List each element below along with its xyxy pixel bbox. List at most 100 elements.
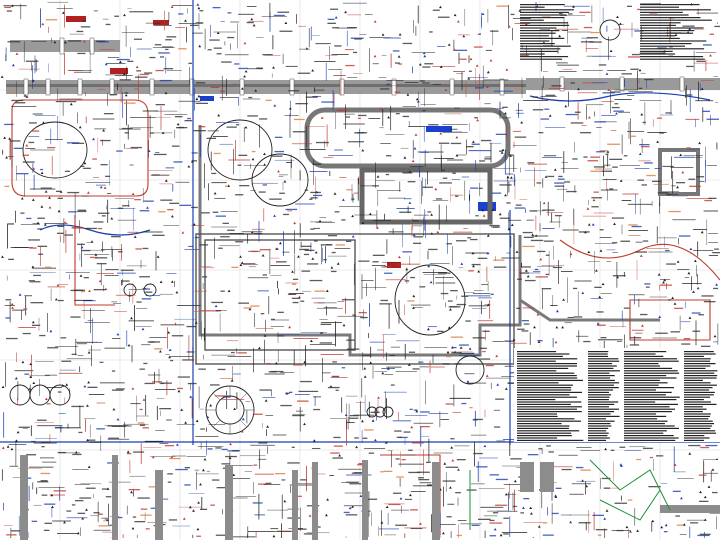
label-mark bbox=[247, 22, 254, 23]
label-mark bbox=[141, 509, 148, 510]
legend-row bbox=[684, 361, 710, 362]
label-mark bbox=[372, 185, 379, 186]
label-mark bbox=[67, 192, 79, 193]
label-mark bbox=[178, 376, 190, 377]
label-mark bbox=[305, 250, 315, 251]
label-mark bbox=[231, 352, 235, 353]
legend-row bbox=[517, 406, 582, 407]
label-mark bbox=[212, 479, 219, 480]
label-mark bbox=[359, 312, 367, 313]
label-mark bbox=[642, 184, 648, 185]
label-mark bbox=[331, 271, 337, 272]
label-mark bbox=[67, 142, 79, 143]
label-mark bbox=[429, 31, 433, 32]
label-mark bbox=[236, 124, 239, 125]
legend-row bbox=[588, 399, 609, 400]
label-mark bbox=[644, 79, 653, 80]
label-mark bbox=[57, 233, 64, 234]
label-mark bbox=[142, 427, 149, 428]
label-mark bbox=[283, 214, 289, 215]
label-mark bbox=[191, 207, 198, 208]
label-mark bbox=[354, 472, 363, 473]
label-mark bbox=[546, 274, 549, 275]
label-mark bbox=[37, 218, 45, 219]
label-mark bbox=[441, 293, 449, 294]
label-mark bbox=[660, 285, 672, 286]
label-mark bbox=[495, 399, 504, 400]
label-mark bbox=[216, 310, 221, 311]
label-mark bbox=[346, 241, 351, 242]
legend-row bbox=[517, 409, 577, 410]
label-mark bbox=[467, 489, 477, 490]
label-mark bbox=[310, 280, 323, 281]
label-mark bbox=[395, 62, 400, 63]
label-mark bbox=[228, 450, 239, 451]
label-mark bbox=[138, 422, 145, 423]
label-mark bbox=[510, 372, 515, 373]
legend-row bbox=[588, 423, 610, 424]
legend-row bbox=[624, 399, 676, 400]
label-mark bbox=[4, 186, 9, 187]
list-row bbox=[520, 59, 562, 60]
label-mark bbox=[673, 491, 681, 492]
label-mark bbox=[98, 213, 109, 214]
label-mark bbox=[347, 349, 359, 350]
label-mark bbox=[288, 294, 296, 295]
label-mark bbox=[380, 471, 384, 472]
label-mark bbox=[478, 358, 490, 359]
label-mark bbox=[473, 453, 483, 454]
label-mark bbox=[612, 217, 624, 218]
list-row bbox=[640, 20, 712, 21]
label-mark bbox=[546, 255, 550, 256]
label-mark bbox=[601, 337, 607, 338]
label-mark bbox=[531, 240, 543, 241]
legend-row bbox=[624, 435, 674, 436]
label-mark bbox=[687, 94, 693, 95]
label-mark bbox=[630, 344, 639, 345]
label-mark bbox=[148, 341, 155, 342]
label-mark bbox=[342, 299, 354, 300]
label-mark bbox=[160, 80, 172, 81]
label-mark bbox=[216, 216, 226, 217]
label-mark bbox=[196, 22, 204, 23]
legend-row bbox=[517, 370, 556, 371]
label-mark bbox=[70, 290, 82, 291]
label-mark bbox=[615, 503, 628, 504]
label-mark bbox=[159, 408, 171, 409]
legend-row bbox=[588, 365, 617, 366]
label-mark bbox=[590, 157, 600, 158]
label-mark bbox=[200, 10, 204, 11]
label-mark bbox=[154, 154, 167, 155]
label-mark bbox=[402, 459, 406, 460]
label-mark bbox=[135, 248, 142, 249]
label-mark bbox=[500, 218, 510, 219]
label-mark bbox=[23, 333, 31, 334]
label-mark bbox=[480, 348, 487, 349]
label-mark bbox=[215, 447, 221, 448]
label-mark bbox=[297, 401, 308, 402]
legend-row bbox=[624, 370, 678, 371]
label-mark bbox=[58, 300, 64, 301]
label-mark bbox=[450, 290, 458, 291]
label-mark bbox=[286, 209, 298, 210]
label-mark bbox=[345, 65, 354, 66]
label-mark bbox=[165, 49, 168, 50]
label-mark bbox=[217, 53, 222, 54]
label-mark bbox=[207, 138, 216, 139]
label-mark bbox=[41, 442, 51, 443]
label-mark bbox=[542, 288, 552, 289]
label-mark bbox=[548, 451, 554, 452]
legend-row bbox=[588, 406, 609, 407]
label-mark bbox=[160, 56, 164, 57]
label-mark bbox=[29, 247, 36, 248]
legend-row bbox=[517, 363, 577, 364]
label-mark bbox=[192, 152, 198, 153]
legend-row bbox=[588, 416, 620, 417]
label-mark bbox=[293, 279, 298, 280]
label-mark bbox=[77, 244, 85, 245]
label-mark bbox=[145, 383, 154, 384]
label-mark bbox=[397, 437, 402, 438]
label-mark bbox=[590, 171, 601, 172]
label-mark bbox=[80, 166, 84, 167]
label-mark bbox=[522, 246, 534, 247]
